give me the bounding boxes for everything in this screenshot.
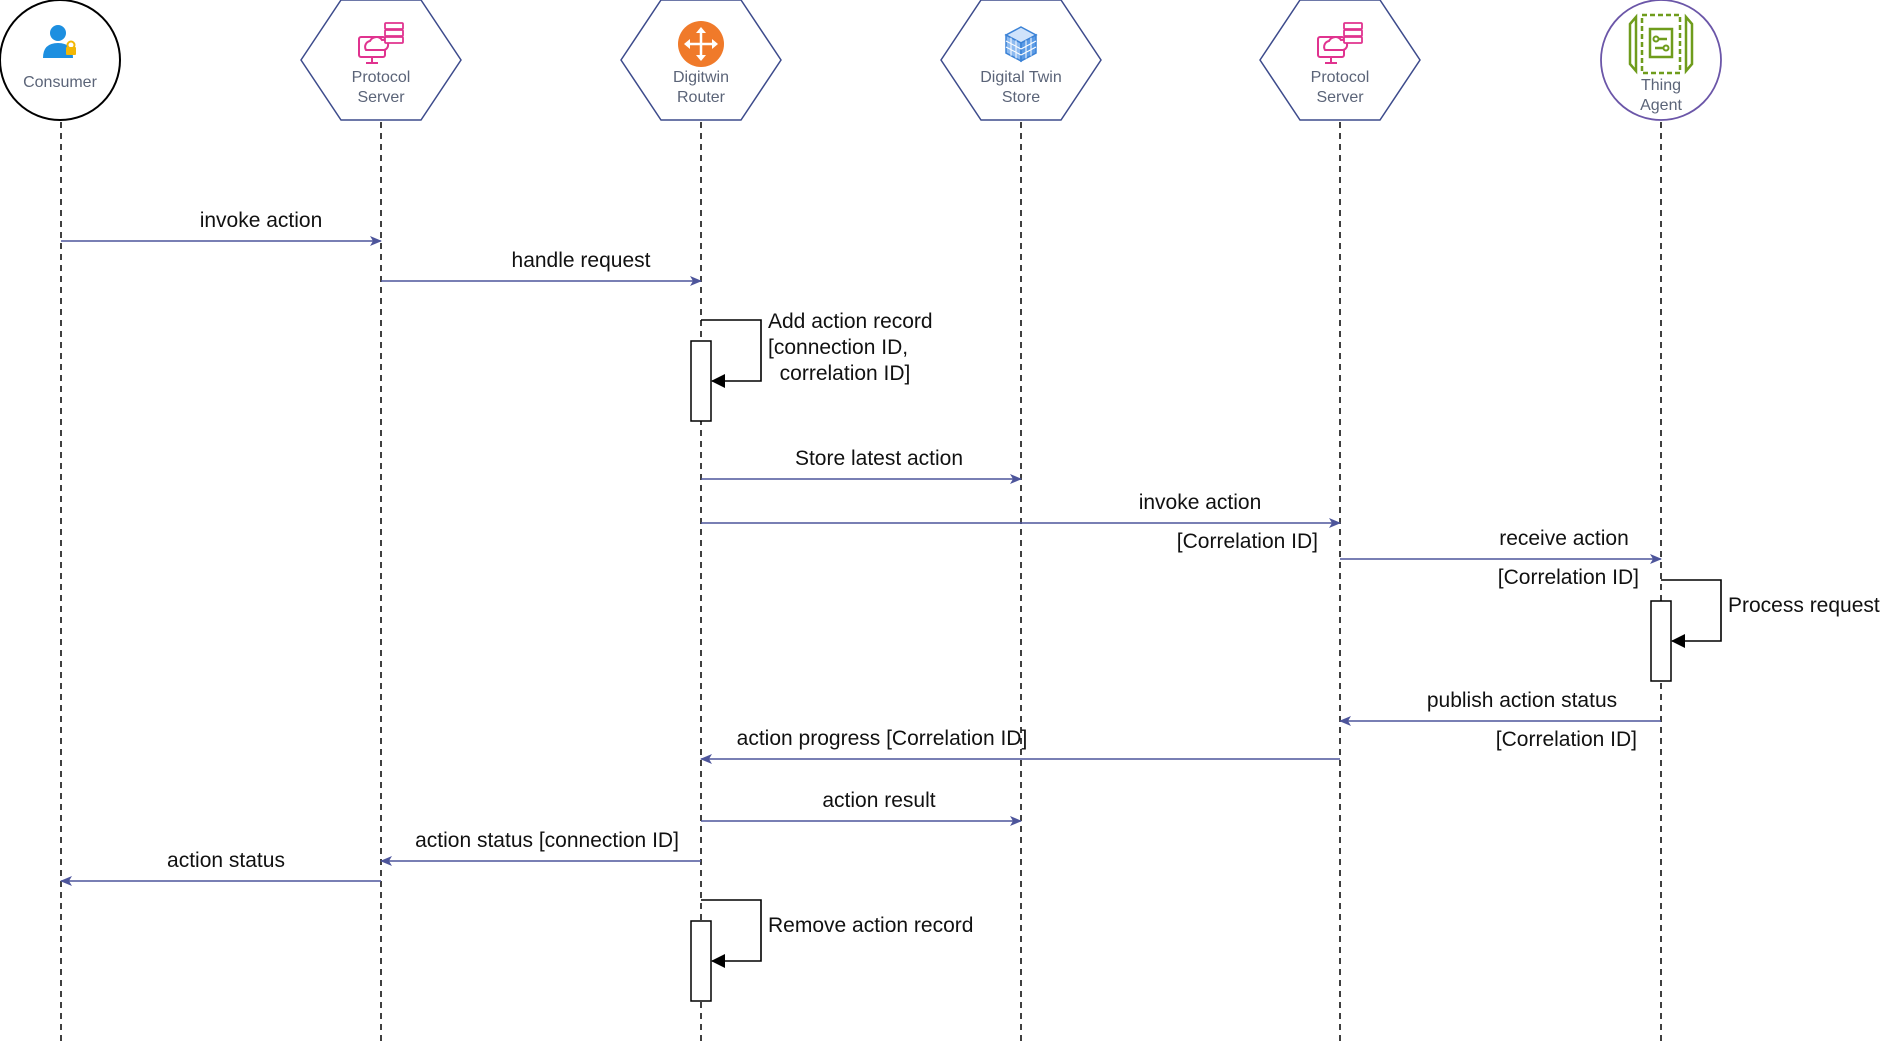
message-label: invoke action [1139,491,1262,514]
message-sublabel: [Correlation ID] [1498,566,1639,589]
message-label: action result [822,789,935,812]
message-3: Store latest action [701,447,1022,484]
message-10: action status [60,849,381,886]
self-call-label: Remove action record [768,914,973,937]
self-call-label: correlation ID] [768,362,910,385]
actor-label: Thing [1641,77,1681,94]
message-7: action progress [Correlation ID] [700,727,1340,764]
message-sublabel: [Correlation ID] [1177,530,1318,553]
protocol-server-icon [1317,22,1363,64]
message-label: Store latest action [795,447,963,470]
message-label: invoke action [200,209,323,232]
actor-label: Protocol [352,69,411,86]
message-label: action status [167,849,285,872]
message-8: action result [701,789,1022,826]
actor-label: Server [357,89,405,106]
actor-label: Server [1316,89,1364,106]
self-call-label: [connection ID, [768,336,908,359]
message-6: publish action status [Correlation ID] [1339,689,1661,751]
self-call-arrow [701,319,762,388]
activation-box [1650,600,1672,682]
actor-label: Router [677,89,726,106]
database-cube-icon [1004,26,1038,63]
message-label: handle request [512,249,651,272]
protocol-server-icon [358,22,404,64]
message-2: handle request [381,249,702,286]
self-call-label: Process request [1728,594,1880,617]
actor-label: Protocol [1311,69,1370,86]
message-label: receive action [1499,527,1629,550]
message-5: receive action [Correlation ID] [1340,527,1662,589]
self-call-3: Remove action record [701,899,973,968]
actor-consumer: Consumer [0,0,121,121]
actor-label: Consumer [23,74,97,91]
self-call-1: Add action record [connection ID, correla… [701,310,933,388]
self-call-label: Add action record [768,310,933,333]
thing-agent-icon [1628,13,1694,75]
actor-label: Digitwin [673,69,729,86]
actor-label: Agent [1640,97,1682,114]
self-call-arrow [701,899,762,968]
activation-box [690,920,712,1002]
message-sublabel: [Correlation ID] [1496,728,1637,751]
actor-shape-hexagon [1259,0,1421,121]
message-4: invoke action [Correlation ID] [701,491,1341,553]
message-label: action progress [Correlation ID] [737,727,1028,750]
message-label: publish action status [1427,689,1617,712]
message-label: action status [connection ID] [415,829,679,852]
actor-label: Store [1002,89,1040,106]
router-icon [678,21,724,67]
message-1: invoke action [61,209,382,246]
message-9: action status [connection ID] [380,829,701,866]
actor-label: Digital Twin [980,69,1062,86]
activation-box [690,340,712,422]
self-call-arrow [1661,579,1722,648]
actor-shape-circle [0,0,121,121]
consumer-user-icon [43,25,76,58]
actor-shape-hexagon [300,0,462,121]
self-call-2: Process request [1661,579,1880,648]
